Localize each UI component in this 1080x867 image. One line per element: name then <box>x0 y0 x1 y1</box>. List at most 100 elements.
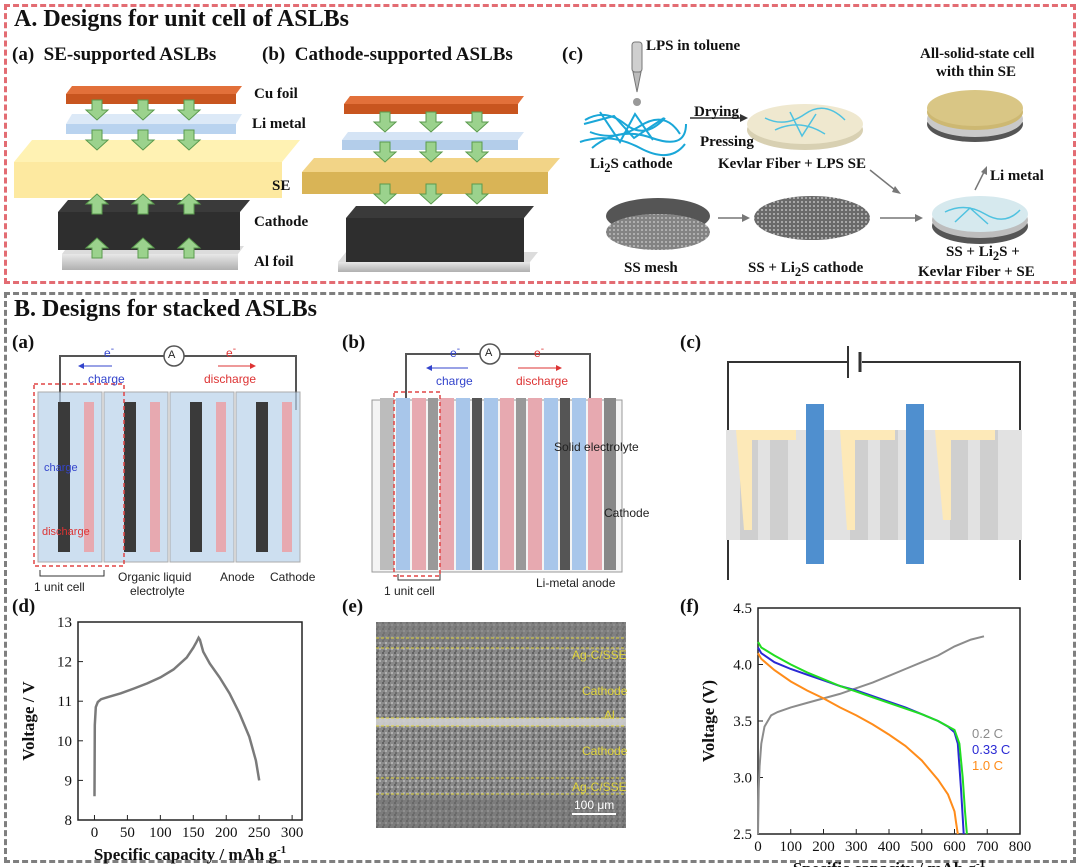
b-e-left-sup: - <box>456 344 461 355</box>
series-line-d-0 <box>93 635 261 797</box>
a-inner-discharge: discharge <box>42 526 90 538</box>
ss-li2s-label: SS + Li2S cathode <box>748 260 863 280</box>
panel-c-tag: (c) <box>562 44 584 65</box>
a-discharge-label: discharge <box>204 372 257 386</box>
drying-label: Drying <box>694 104 739 120</box>
x-tick-label-d: 50 <box>120 825 135 841</box>
sem-cross-section-image <box>376 622 626 828</box>
a-electrolyte-label-2: electrolyte <box>130 584 185 598</box>
a-e-left: e <box>104 346 111 360</box>
li2s-fiber-network <box>579 111 687 156</box>
bipolar-stack-schematic <box>726 346 1022 580</box>
b-panel-f-tag: (f) <box>680 596 699 617</box>
x-tick-label-f: 0 <box>754 839 762 855</box>
series-line-f-2 <box>757 652 959 835</box>
x-tick-label-d: 0 <box>91 825 99 841</box>
li2s-pre: Li <box>590 156 605 172</box>
panel-a-title: SE-supported ASLBs <box>43 44 217 65</box>
b-e-right-sup: - <box>540 344 545 355</box>
x-tick-label-d: 200 <box>215 825 238 841</box>
a-electron-left: e- <box>104 344 114 360</box>
y-tick-label-f: 4.5 <box>733 601 752 617</box>
sem-layer-1: Cathode <box>582 684 628 698</box>
a-charge-label: charge <box>88 372 125 386</box>
y-tick-label-d: 8 <box>65 813 73 829</box>
x-tick-label-d: 100 <box>149 825 172 841</box>
ss-li2s-post: S cathode <box>801 260 864 276</box>
a-e-left-sup: - <box>110 344 115 355</box>
ss-li2s-pre: SS + Li <box>748 260 795 276</box>
series-line-f-0 <box>757 635 985 835</box>
li-metal-c-label: Li metal <box>990 168 1044 184</box>
section-b-title: B. Designs for stacked ASLBs <box>14 296 317 322</box>
b-panel-a-tag: (a) <box>12 332 35 353</box>
panel-b-tag: (b) Cathode-supported ASLBs <box>262 44 513 66</box>
all-solid-label-1: All-solid-state cell <box>920 46 1035 62</box>
x-tick-label-d: 150 <box>182 825 205 841</box>
y-tick-label-d: 11 <box>58 694 72 710</box>
legend-entry-f-1: 0.33 C <box>972 742 1010 757</box>
x-tick-label-f: 700 <box>976 839 999 855</box>
final-post: S + <box>999 244 1020 260</box>
a-unit-cell-label: 1 unit cell <box>34 580 85 594</box>
b-ammeter-label: A <box>485 347 493 359</box>
x-tick-label-f: 500 <box>911 839 934 855</box>
b-cathode-label: Cathode <box>604 506 650 520</box>
pressing-label: Pressing <box>700 134 754 150</box>
y-tick-label-d: 10 <box>57 734 72 750</box>
plot-frame-f <box>757 607 1021 835</box>
legend-entry-f-2: 1.0 C <box>972 758 1003 773</box>
se-label: SE <box>272 178 291 194</box>
b-e-right: e <box>534 346 541 360</box>
green-arrow-icons-a <box>84 99 202 259</box>
legend-entry-f-0: 0.2 C <box>972 726 1003 741</box>
x-tick-label-f: 300 <box>845 839 868 855</box>
b-panel-b-tag: (b) <box>342 332 366 353</box>
sem-layer-3: Cathode <box>582 744 628 758</box>
x-tick-label-f: 600 <box>943 839 966 855</box>
ss-li2s-sub: 2 <box>794 265 802 279</box>
series-line-f-3 <box>757 641 968 835</box>
final-pre: SS + Li <box>946 244 993 260</box>
sem-layer-2: Al <box>604 708 615 722</box>
sem-scale-bar-label: 100 μm <box>574 798 615 812</box>
y-tick-label-f: 2.5 <box>733 827 752 843</box>
final-label-1: SS + Li2S + <box>946 244 1020 264</box>
cathode-label: Cathode <box>254 214 309 230</box>
sem-layer-0: Ag-C/SSE <box>572 648 627 662</box>
series-line-f-1 <box>757 646 965 835</box>
li2s-cathode-label: Li2S cathode <box>590 156 673 176</box>
section-b-frame <box>4 292 1076 863</box>
kevlar-fibers <box>764 107 846 138</box>
y-tick-label-d: 12 <box>57 655 72 671</box>
x-axis-label-sup-f: -1 <box>976 858 985 867</box>
x-axis-label-f: Specific capacity / mAh g-1 <box>793 858 985 867</box>
a-e-right: e <box>226 346 233 360</box>
panel-b-tag-text: (b) <box>262 44 286 65</box>
b-electron-left: e- <box>450 344 460 360</box>
b-panel-d-tag: (d) <box>12 596 36 617</box>
stacked-cells-illustrations <box>33 343 1022 581</box>
y-axis-label-d: Voltage / V <box>19 681 38 761</box>
x-axis-label-sup-d: -1 <box>277 844 286 856</box>
a-electrolyte-label-1: Organic liquid <box>118 570 192 584</box>
li2s-post: S cathode <box>610 156 673 172</box>
x-tick-label-f: 400 <box>878 839 901 855</box>
plot-frame-d <box>77 621 303 821</box>
final-label-2: Kevlar Fiber + SE <box>918 264 1035 280</box>
x-tick-label-d: 300 <box>281 825 304 841</box>
panel-b-title: Cathode-supported ASLBs <box>294 44 513 65</box>
dropper-icon <box>631 41 643 106</box>
b-unit-cell-label: 1 unit cell <box>384 584 435 598</box>
sem-layer-4: Ag-C/SSE <box>572 780 627 794</box>
green-arrow-icons-b <box>372 111 490 205</box>
solid-stack-schematic <box>371 343 623 581</box>
a-anode-label: Anode <box>220 570 255 584</box>
x-tick-label-f: 100 <box>780 839 803 855</box>
panel-a-tag: (a) SE-supported ASLBs <box>12 44 216 66</box>
liquid-cell-schematic <box>33 345 301 577</box>
b-electron-right: e- <box>534 344 544 360</box>
al-foil-label: Al foil <box>254 254 294 270</box>
b-e-left: e <box>450 346 457 360</box>
